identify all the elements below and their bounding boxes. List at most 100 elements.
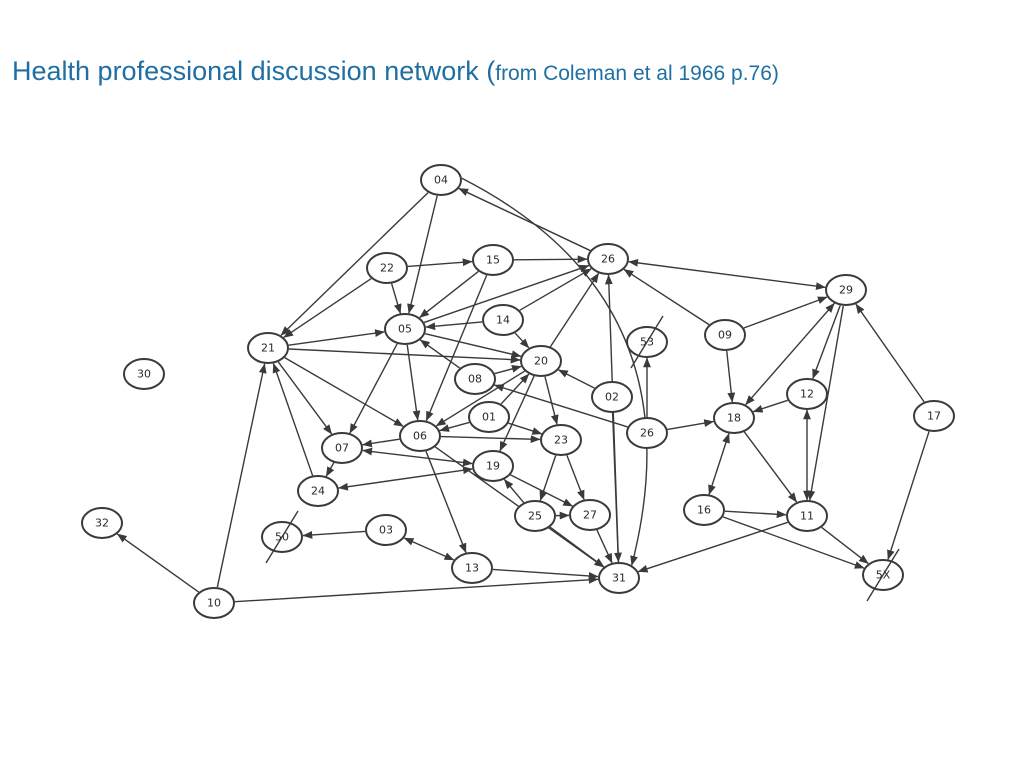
edge-02-20 (558, 369, 595, 389)
edge-11-31 (637, 521, 788, 573)
node-label-14: 14 (496, 314, 510, 327)
node-25: 25 (514, 500, 556, 532)
nodes-layer: 0422152629140521530930200802120118172606… (81, 164, 955, 619)
node-5X: 5X (862, 548, 904, 602)
node-circle-13 (451, 552, 493, 584)
node-04: 04 (420, 164, 462, 196)
node-circle-03 (365, 514, 407, 546)
node-label-17: 17 (927, 410, 941, 423)
node-19: 19 (472, 450, 514, 482)
edge-07-19 (362, 447, 473, 467)
edge-29-18 (745, 302, 835, 406)
edge-21-05 (288, 329, 385, 346)
node-label-16: 16 (697, 504, 711, 517)
edge-09-26a (623, 268, 710, 326)
edge-15-26a (513, 255, 588, 264)
node-circle-01 (468, 401, 510, 433)
node-circle-08 (454, 363, 496, 395)
node-circle-20 (520, 345, 562, 377)
node-26b: 26 (626, 417, 668, 449)
node-label-26b: 26 (640, 427, 654, 440)
edge-06-07 (362, 438, 400, 448)
node-06: 06 (399, 420, 441, 452)
node-label-09: 09 (718, 329, 732, 342)
node-circle-15 (472, 244, 514, 276)
node-circle-26b (626, 417, 668, 449)
node-label-13: 13 (465, 562, 479, 575)
edge-29-26a (628, 259, 826, 290)
node-label-24: 24 (311, 485, 325, 498)
node-label-20: 20 (534, 355, 548, 368)
edge-05-26a (423, 264, 590, 324)
node-circle-22 (366, 252, 408, 284)
edge-01-06 (439, 421, 470, 432)
node-21: 21 (247, 332, 289, 364)
node-09: 09 (704, 319, 746, 351)
node-label-11: 11 (800, 510, 814, 523)
edge-03-13 (403, 537, 455, 561)
node-circle-32 (81, 507, 123, 539)
node-14: 14 (482, 304, 524, 336)
edge-06-23 (440, 435, 541, 444)
node-circle-17 (913, 400, 955, 432)
node-label-21: 21 (261, 342, 275, 355)
node-circle-18 (713, 402, 755, 434)
node-circle-09 (704, 319, 746, 351)
node-label-19: 19 (486, 460, 500, 473)
edge-23-27 (566, 455, 585, 501)
node-circle-26a (587, 243, 629, 275)
node-01: 01 (468, 401, 510, 433)
node-05: 05 (384, 313, 426, 345)
node-circle-14 (482, 304, 524, 336)
edge-20-06 (435, 370, 526, 427)
node-16: 16 (683, 494, 725, 526)
edge-26a-04 (458, 187, 591, 252)
node-22: 22 (366, 252, 408, 284)
node-12: 12 (786, 378, 828, 410)
node-30: 30 (123, 358, 165, 390)
node-circle-05 (384, 313, 426, 345)
node-label-22: 22 (380, 262, 394, 275)
edge-27-31 (596, 529, 613, 564)
node-label-05: 05 (398, 323, 412, 336)
edge-03-50 (302, 530, 366, 539)
node-circle-02 (591, 381, 633, 413)
edges-layer (116, 177, 930, 603)
node-23: 23 (540, 424, 582, 456)
edge-06-13 (425, 451, 467, 554)
node-label-15: 15 (486, 254, 500, 267)
node-18: 18 (713, 402, 755, 434)
node-circle-27 (569, 499, 611, 531)
edge-01-23 (508, 422, 543, 435)
edge-07-24 (325, 462, 335, 477)
node-17: 17 (913, 400, 955, 432)
node-circle-19 (472, 450, 514, 482)
edge-21-07 (277, 361, 333, 435)
node-label-32: 32 (95, 517, 109, 530)
edge-18-11 (743, 431, 798, 503)
node-03: 03 (365, 514, 407, 546)
node-29: 29 (825, 274, 867, 306)
node-08: 08 (454, 363, 496, 395)
title-main: Health professional discussion network ( (12, 56, 496, 86)
node-13: 13 (451, 552, 493, 584)
node-circle-11 (786, 500, 828, 532)
node-circle-23 (540, 424, 582, 456)
node-circle-30 (123, 358, 165, 390)
node-circle-25 (514, 500, 556, 532)
node-20: 20 (520, 345, 562, 377)
edge-17-29 (855, 303, 925, 403)
edge-29-11 (807, 305, 844, 501)
node-26a: 26 (587, 243, 629, 275)
node-10: 10 (193, 587, 235, 619)
edge-21-06 (284, 357, 404, 427)
edge-10-31 (234, 575, 599, 603)
edge-20-26a (549, 272, 600, 348)
node-label-31: 31 (612, 572, 626, 585)
edge-25-19 (503, 479, 525, 503)
node-27: 27 (569, 499, 611, 531)
edge-08-05 (419, 339, 461, 369)
edge-31-26a (604, 274, 620, 563)
